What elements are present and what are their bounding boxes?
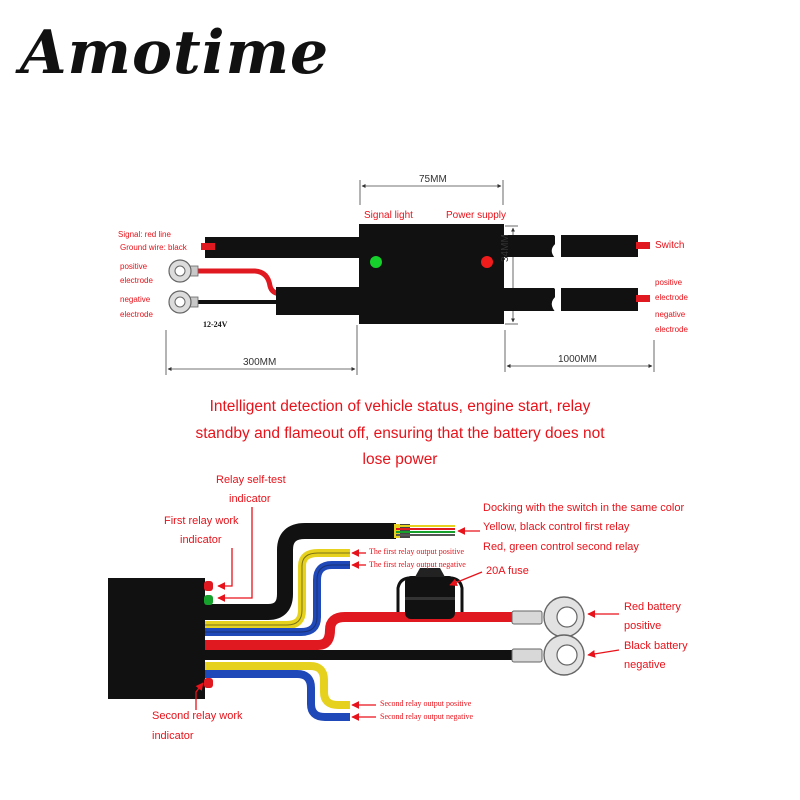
power-cable-left — [276, 287, 362, 315]
description-line-2: standby and flameout off, ensuring that … — [195, 425, 605, 442]
second-relay-yellow-wire — [205, 662, 350, 709]
battery-positive-terminal — [511, 596, 585, 638]
signal-cable-left — [205, 237, 362, 258]
self-test-label-line-1: Relay self-test — [216, 474, 286, 486]
battery-negative-terminal — [511, 634, 585, 676]
green-led — [370, 256, 382, 268]
switch-cable-black — [205, 523, 396, 620]
signal-light-label: Signal light — [364, 210, 413, 221]
second-output-positive-label: Second relay output positive — [380, 699, 472, 708]
brand-logo: Amotime — [20, 18, 330, 88]
first-work-label-line-1: First relay work — [164, 515, 239, 527]
dim-height-label: 34MM — [500, 234, 511, 262]
switch-wire-red-tip — [636, 242, 650, 249]
first-work-label-line-2: indicator — [180, 534, 222, 546]
ring-terminal-negative — [168, 290, 199, 314]
red-battery-label-line-1: Red battery — [624, 601, 681, 613]
first-output-negative-label: The first relay output negative — [369, 560, 466, 569]
electrode-label-left-2: electrode — [120, 310, 153, 319]
top-module-diagram — [165, 180, 655, 375]
relay-module-box — [108, 578, 205, 699]
dim-right-label: 1000MM — [558, 354, 597, 365]
dimension-lines — [165, 180, 655, 375]
first-output-positive-label: The first relay output positive — [369, 547, 465, 556]
docking-label: Docking with the switch in the same colo… — [483, 502, 685, 514]
negative-label-right: negative — [655, 310, 686, 319]
fuse-label: 20A fuse — [486, 565, 529, 577]
second-relay-led — [204, 678, 213, 688]
first-relay-led — [204, 581, 213, 591]
electrode-label-right-1: electrode — [655, 293, 688, 302]
electrode-label-right-2: electrode — [655, 325, 688, 334]
positive-label-right: positive — [655, 278, 683, 287]
callout-arrows — [195, 507, 620, 721]
positive-lead-red — [190, 268, 283, 297]
black-battery-label-line-1: Black battery — [624, 640, 688, 652]
negative-label-left: negative — [120, 295, 151, 304]
description-line-1: Intelligent detection of vehicle status,… — [209, 398, 591, 415]
dim-left-label: 300MM — [243, 357, 277, 368]
ground-wire-label: Ground wire: black — [120, 243, 187, 252]
description-line-3: lose power — [362, 451, 438, 468]
red-green-label: Red, green control second relay — [483, 541, 639, 553]
output-wire-red-tip — [636, 295, 650, 302]
self-test-led — [204, 595, 213, 605]
black-battery-label-line-2: negative — [624, 659, 666, 671]
bottom-relay-diagram — [108, 507, 620, 721]
switch-cable-right — [503, 235, 555, 257]
power-supply-label: Power supply — [446, 210, 507, 221]
signal-line-label: Signal: red line — [118, 230, 171, 239]
red-battery-label-line-2: positive — [624, 620, 662, 632]
ring-terminal-positive — [168, 259, 199, 283]
positive-label-left: positive — [120, 262, 148, 271]
switch-label: Switch — [655, 240, 685, 251]
red-led — [481, 256, 493, 268]
module-box-top — [359, 224, 504, 324]
signal-wire-red-tip — [201, 243, 215, 250]
output-cable-right — [503, 288, 555, 311]
second-work-label-line-1: Second relay work — [152, 710, 243, 722]
second-work-label-line-2: indicator — [152, 730, 194, 742]
output-cable-right-2 — [561, 288, 638, 311]
yellow-black-label: Yellow, black control first relay — [483, 521, 630, 533]
second-output-negative-label: Second relay output negative — [380, 712, 474, 721]
dim-width-label: 75MM — [419, 174, 447, 185]
first-relay-blue-wire — [205, 561, 350, 636]
self-test-label-line-2: indicator — [229, 493, 271, 505]
voltage-label: 12-24V — [203, 320, 228, 329]
electrode-label-left-1: electrode — [120, 276, 153, 285]
second-relay-blue-wire — [205, 670, 350, 721]
red-battery-wire — [205, 612, 520, 650]
switch-cable-right-2 — [561, 235, 638, 257]
